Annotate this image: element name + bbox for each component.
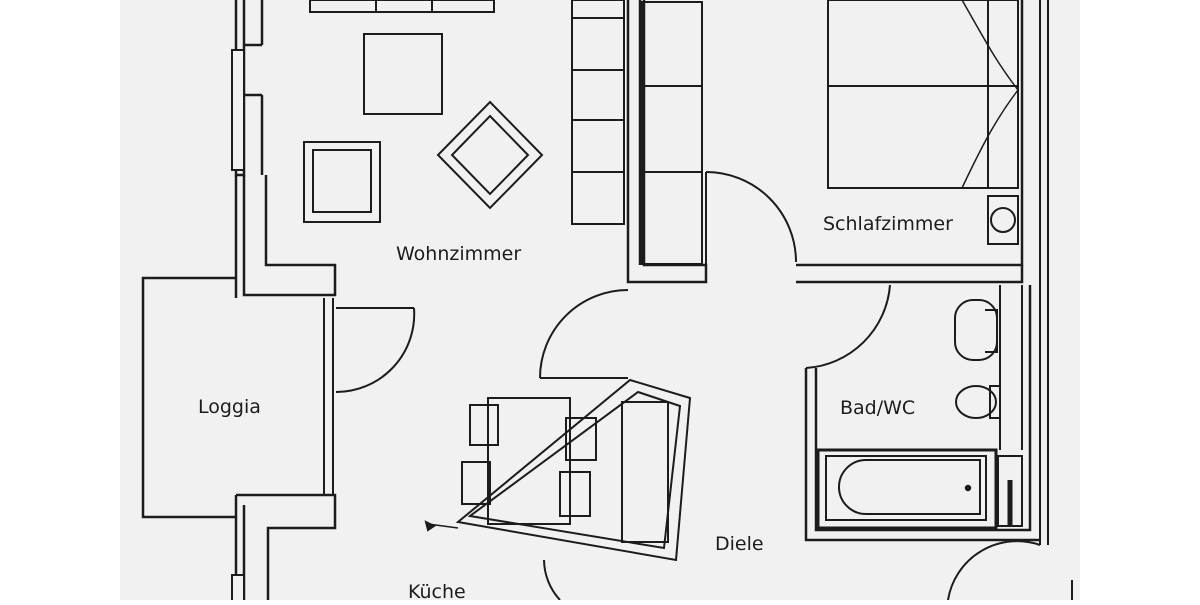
room-labels: Wohnzimmer Schlafzimmer Loggia Bad/WC Di…: [198, 213, 953, 603]
label-schlafzimmer: Schlafzimmer: [823, 213, 953, 235]
bathtub: [816, 448, 1023, 530]
loggia-outline: [141, 276, 334, 519]
bedroom-closet: [641, 1, 703, 265]
wardrobe: [571, 0, 625, 225]
label-diele: Diele: [715, 533, 764, 555]
dining-set: [461, 397, 597, 525]
armchair-left: [303, 141, 381, 223]
lower-doors: [543, 540, 1073, 600]
kitchen-counter: [424, 378, 692, 562]
paper-sheet: [120, 0, 1080, 600]
bedroom-walls: [796, 0, 1049, 545]
label-kueche: Küche: [408, 581, 466, 600]
bedroom-door: [705, 171, 797, 265]
label-wohnzimmer: Wohnzimmer: [396, 243, 521, 265]
sofa-top: [309, 0, 495, 13]
bedroom-sink: [987, 195, 1019, 245]
partition-wall: [626, 0, 708, 284]
loggia-door: [335, 307, 416, 394]
armchair-rotated: [436, 100, 544, 210]
exterior-walls: [231, 0, 337, 600]
double-bed: [827, 0, 1019, 189]
living-door: [539, 289, 629, 379]
bathroom-walls: [804, 284, 1040, 542]
coffee-table: [363, 33, 443, 115]
label-bad-wc: Bad/WC: [840, 397, 915, 419]
label-loggia: Loggia: [198, 396, 261, 418]
bathroom-fixtures: [954, 299, 1001, 419]
